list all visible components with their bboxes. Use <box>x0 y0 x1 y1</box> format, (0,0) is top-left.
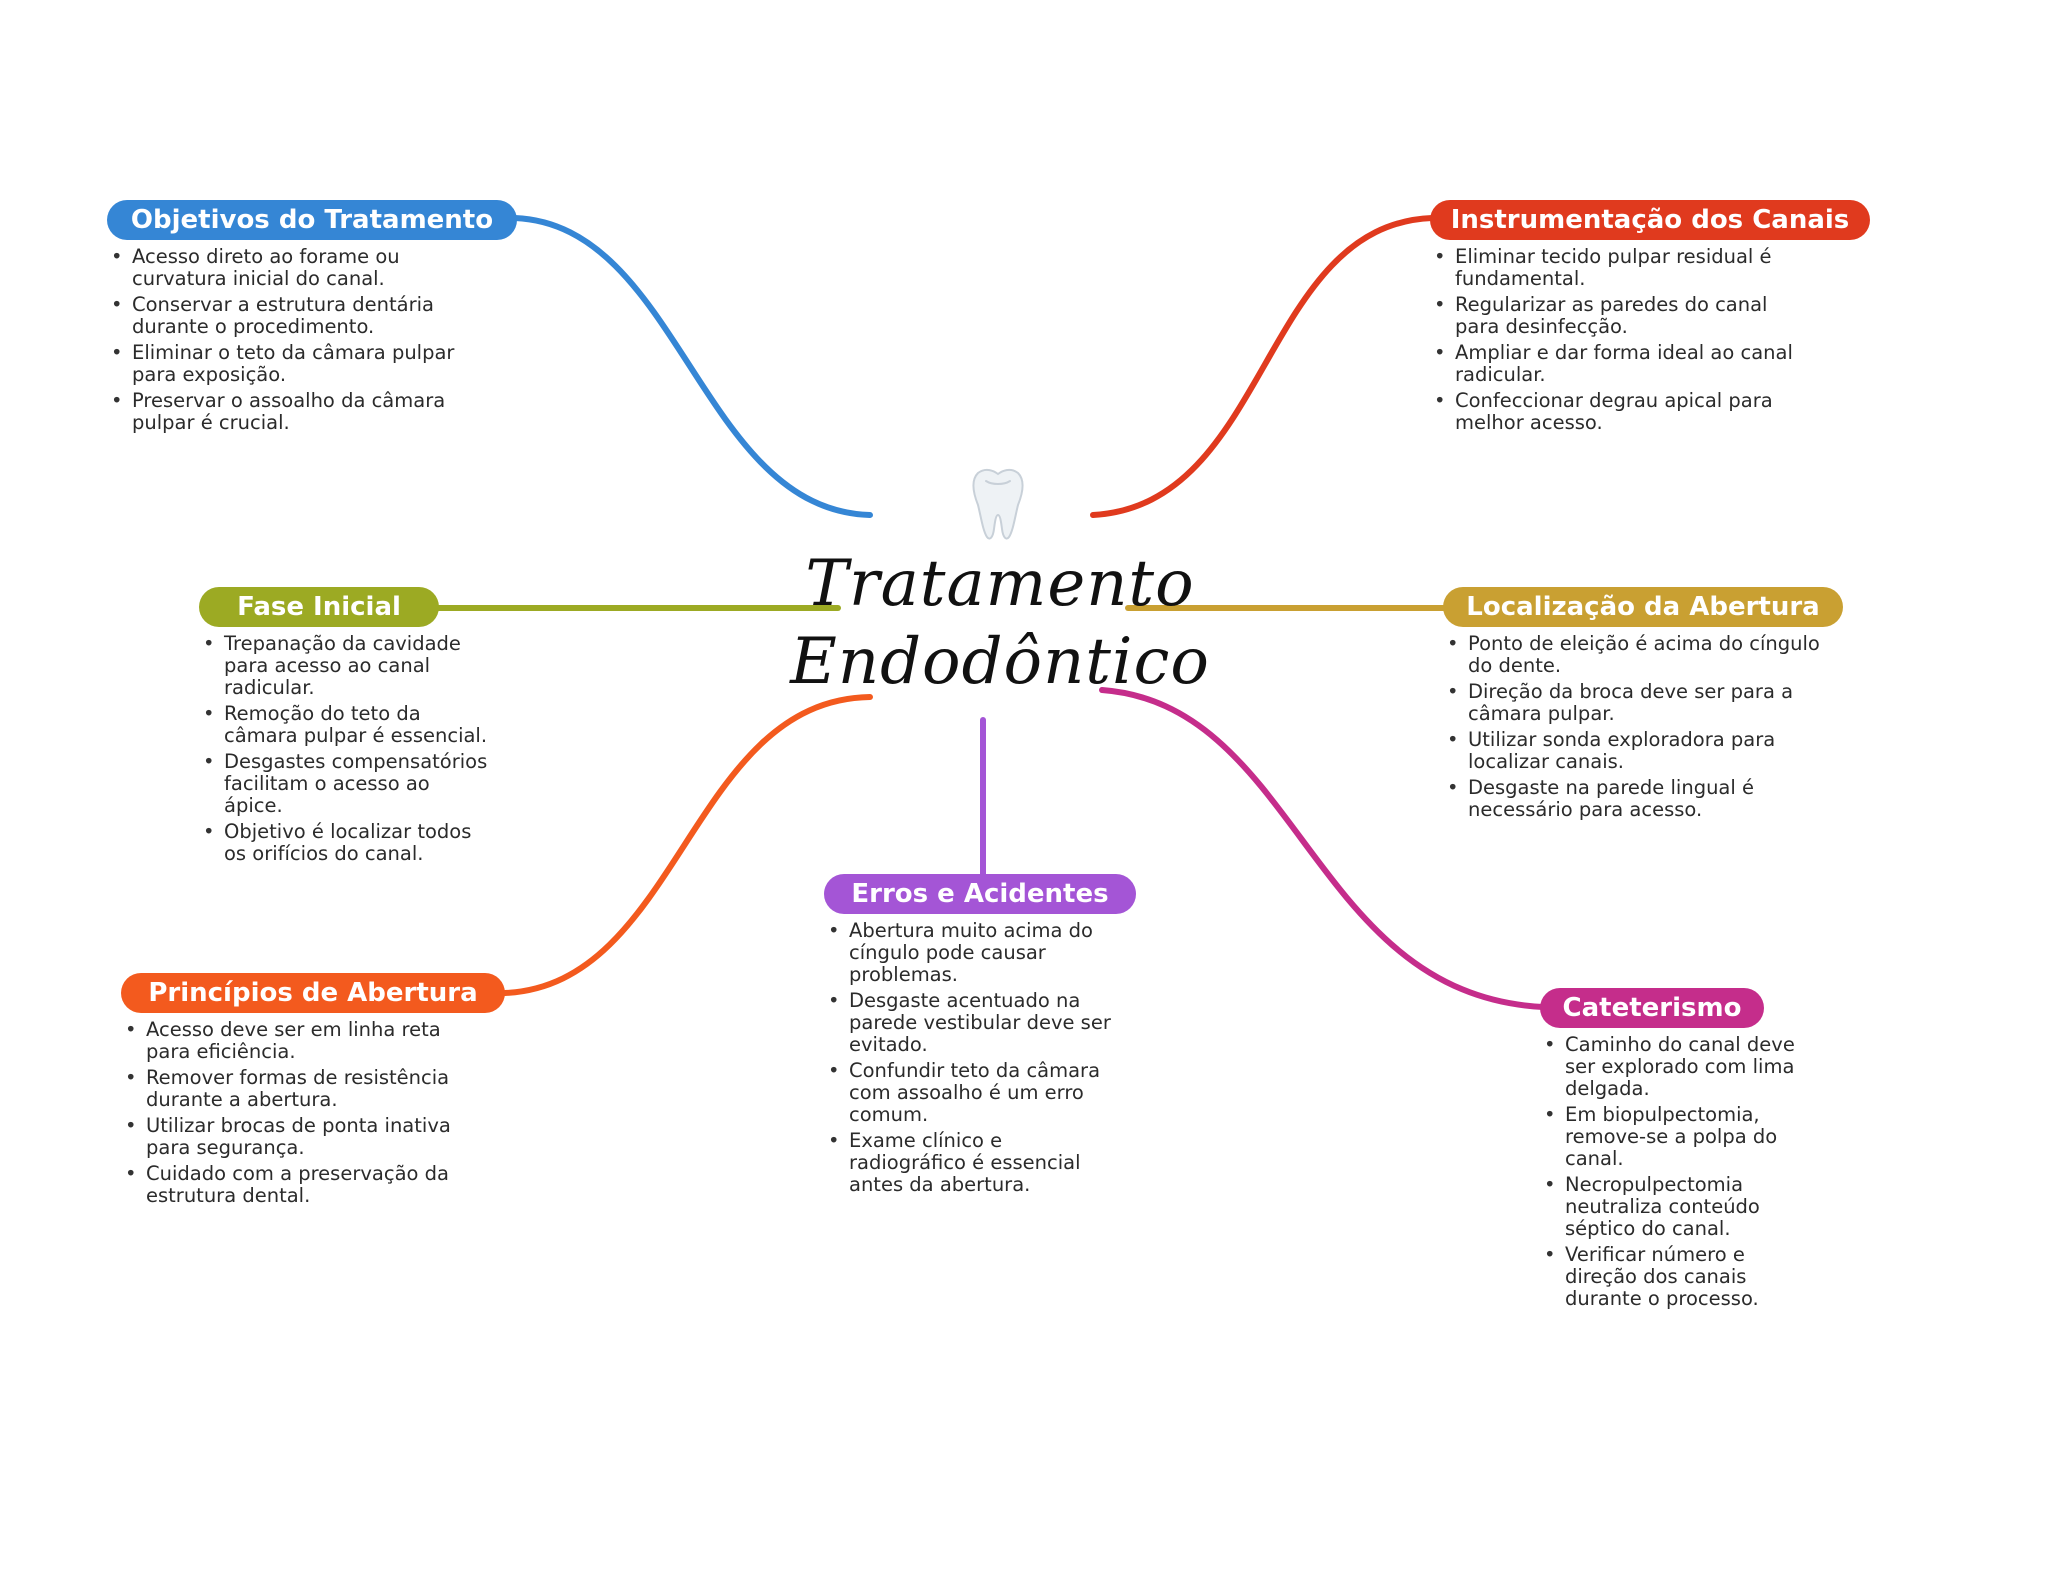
branch-principios: Princípios de Abertura Acesso deve ser e… <box>121 973 505 1211</box>
branch-list-objetivos: Acesso direto ao forame ou curvatura ini… <box>107 246 477 434</box>
connector-instrumentacao <box>1090 215 1435 518</box>
branch-erros: Erros e Acidentes Abertura muito acima d… <box>824 874 1136 1200</box>
branch-title-erros[interactable]: Erros e Acidentes <box>824 874 1136 914</box>
list-item: Acesso deve ser em linha reta para efici… <box>121 1019 476 1063</box>
branch-title-fase-inicial[interactable]: Fase Inicial <box>199 587 439 627</box>
list-item: Confundir teto da câmara com assoalho é … <box>824 1060 1124 1126</box>
connector-principios <box>502 694 873 996</box>
list-item: Conservar a estrutura dentária durante o… <box>107 294 477 338</box>
branch-list-principios: Acesso deve ser em linha reta para efici… <box>121 1019 476 1207</box>
list-item: Remoção do teto da câmara pulpar é essen… <box>199 703 489 747</box>
branch-list-erros: Abertura muito acima do cíngulo pode cau… <box>824 920 1124 1196</box>
branch-title-cateterismo[interactable]: Cateterismo <box>1540 988 1764 1028</box>
list-item: Regularizar as paredes do canal para des… <box>1430 294 1810 338</box>
list-item: Desgaste na parede lingual é necessário … <box>1443 777 1823 821</box>
central-title-line1: Tratamento <box>805 547 1195 621</box>
branch-title-principios[interactable]: Princípios de Abertura <box>121 973 505 1013</box>
list-item: Desgastes compensatórios facilitam o ace… <box>199 751 489 817</box>
list-item: Em biopulpectomia, remove-se a polpa do … <box>1540 1104 1820 1170</box>
connector-cateterismo <box>1099 687 1546 1010</box>
branch-list-instrumentacao: Eliminar tecido pulpar residual é fundam… <box>1430 246 1810 434</box>
branch-title-instrumentacao[interactable]: Instrumentação dos Canais <box>1430 200 1870 240</box>
list-item: Confeccionar degrau apical para melhor a… <box>1430 390 1810 434</box>
list-item: Acesso direto ao forame ou curvatura ini… <box>107 246 477 290</box>
list-item: Ampliar e dar forma ideal ao canal radic… <box>1430 342 1810 386</box>
list-item: Direção da broca deve ser para a câmara … <box>1443 681 1823 725</box>
list-item: Verificar número e direção dos canais du… <box>1540 1244 1820 1310</box>
branch-list-cateterismo: Caminho do canal deve ser explorado com … <box>1540 1034 1820 1310</box>
list-item: Caminho do canal deve ser explorado com … <box>1540 1034 1820 1100</box>
branch-instrumentacao: Instrumentação dos Canais Eliminar tecid… <box>1430 200 1870 438</box>
branch-list-localizacao: Ponto de eleição é acima do cíngulo do d… <box>1443 633 1823 821</box>
central-title-line2: Endodôntico <box>790 625 1210 699</box>
branch-title-localizacao[interactable]: Localização da Abertura <box>1443 587 1843 627</box>
branch-title-objetivos[interactable]: Objetivos do Tratamento <box>107 200 517 240</box>
branch-fase-inicial: Fase Inicial Trepanação da cavidade para… <box>199 587 487 869</box>
list-item: Ponto de eleição é acima do cíngulo do d… <box>1443 633 1823 677</box>
list-item: Remover formas de resistência durante a … <box>121 1067 476 1111</box>
list-item: Exame clínico e radiográfico é essencial… <box>824 1130 1124 1196</box>
list-item: Preservar o assoalho da câmara pulpar é … <box>107 390 477 434</box>
list-item: Eliminar tecido pulpar residual é fundam… <box>1430 246 1810 290</box>
connector-objetivos <box>512 215 873 518</box>
list-item: Utilizar brocas de ponta inativa para se… <box>121 1115 476 1159</box>
tooth-icon <box>972 468 1024 540</box>
list-item: Trepanação da cavidade para acesso ao ca… <box>199 633 489 699</box>
central-topic: Tratamento Endodôntico <box>790 450 1210 700</box>
list-item: Desgaste acentuado na parede vestibular … <box>824 990 1124 1056</box>
branch-localizacao: Localização da Abertura Ponto de eleição… <box>1443 587 1843 825</box>
list-item: Objetivo é localizar todos os orifícios … <box>199 821 489 865</box>
branch-cateterismo: Cateterismo Caminho do canal deve ser ex… <box>1540 988 1795 1314</box>
list-item: Abertura muito acima do cíngulo pode cau… <box>824 920 1124 986</box>
list-item: Utilizar sonda exploradora para localiza… <box>1443 729 1823 773</box>
list-item: Necropulpectomia neutraliza conteúdo sép… <box>1540 1174 1820 1240</box>
list-item: Cuidado com a preservação da estrutura d… <box>121 1163 476 1207</box>
branch-list-fase-inicial: Trepanação da cavidade para acesso ao ca… <box>199 633 489 865</box>
list-item: Eliminar o teto da câmara pulpar para ex… <box>107 342 477 386</box>
branch-objetivos: Objetivos do Tratamento Acesso direto ao… <box>107 200 517 438</box>
